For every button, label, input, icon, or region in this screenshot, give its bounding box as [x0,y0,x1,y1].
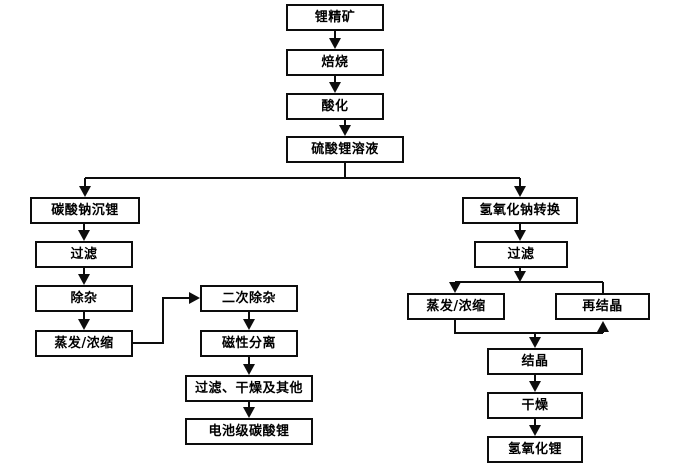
arrowhead-n09 [189,292,200,304]
arrowhead-n16-up [597,321,609,332]
node-label: 二次除杂 [221,291,276,306]
node-battery-grade-lithium-carbonate[interactable]: 电池级碳酸锂 [185,418,313,445]
node-label: 焙烧 [321,55,349,70]
node-sodium-hydroxide-conversion[interactable]: 氢氧化钠转换 [462,197,578,224]
node-label: 硫酸锂溶液 [311,142,379,157]
arrowhead-n13 [514,186,526,197]
arrowhead-n18 [529,381,541,392]
node-filtration-right[interactable]: 过滤 [474,241,568,268]
arrowhead-n12 [243,407,255,418]
arrowhead-n17 [529,337,541,348]
arrowhead-n15 [449,282,461,293]
arrowhead-n11 [243,364,255,375]
node-label: 酸化 [321,99,349,114]
node-crystallization[interactable]: 结晶 [487,348,583,375]
node-lithium-hydroxide[interactable]: 氢氧化锂 [487,436,583,463]
node-drying[interactable]: 干燥 [487,392,583,419]
edge-n08-n09 [133,297,190,344]
node-label: 磁性分离 [221,336,276,351]
node-evaporation-concentration-left[interactable]: 蒸发/浓缩 [35,330,133,357]
node-impurity-removal[interactable]: 除杂 [35,285,133,312]
node-label: 蒸发/浓缩 [426,299,486,314]
node-label: 除杂 [70,291,98,306]
node-label: 过滤 [70,247,98,262]
node-lithium-concentrate[interactable]: 锂精矿 [286,4,384,31]
node-label: 碳酸钠沉锂 [51,203,119,218]
node-magnetic-separation[interactable]: 磁性分离 [200,330,298,357]
node-label: 氢氧化钠转换 [479,203,561,218]
arrowhead-n03 [329,82,341,93]
arrowhead-n04 [339,125,351,136]
node-label: 氢氧化锂 [507,442,562,457]
arrowhead-n19 [529,425,541,436]
node-label: 干燥 [521,398,549,413]
node-filtration-left[interactable]: 过滤 [35,241,133,268]
arrowhead-n08 [78,319,90,330]
node-secondary-impurity-removal[interactable]: 二次除杂 [200,285,298,312]
node-label: 锂精矿 [314,10,356,25]
arrowhead-n07 [78,274,90,285]
node-filter-dry-other[interactable]: 过滤、干燥及其他 [185,375,313,402]
edge-n15-merge [454,320,603,334]
node-sodium-carbonate-precipitation[interactable]: 碳酸钠沉锂 [30,197,140,224]
node-recrystallization[interactable]: 再结晶 [555,293,650,320]
node-roasting[interactable]: 焙烧 [286,49,384,76]
node-label: 再结晶 [582,299,623,314]
node-label: 结晶 [521,354,549,369]
arrowhead-n06 [78,230,90,241]
node-label: 电池级碳酸锂 [208,424,290,439]
arrowhead-n14 [514,230,526,241]
arrowhead-n05 [79,186,91,197]
node-label: 蒸发/浓缩 [54,336,114,351]
node-lithium-sulfate-solution[interactable]: 硫酸锂溶液 [286,136,404,163]
node-label: 过滤 [507,247,535,262]
node-evaporation-concentration-right[interactable]: 蒸发/浓缩 [407,293,505,320]
node-label: 过滤、干燥及其他 [194,381,303,396]
arrowhead-n02 [329,38,341,49]
arrowhead-n10 [243,319,255,330]
node-acidification[interactable]: 酸化 [286,93,384,120]
arrowhead-n14-out [514,271,526,282]
